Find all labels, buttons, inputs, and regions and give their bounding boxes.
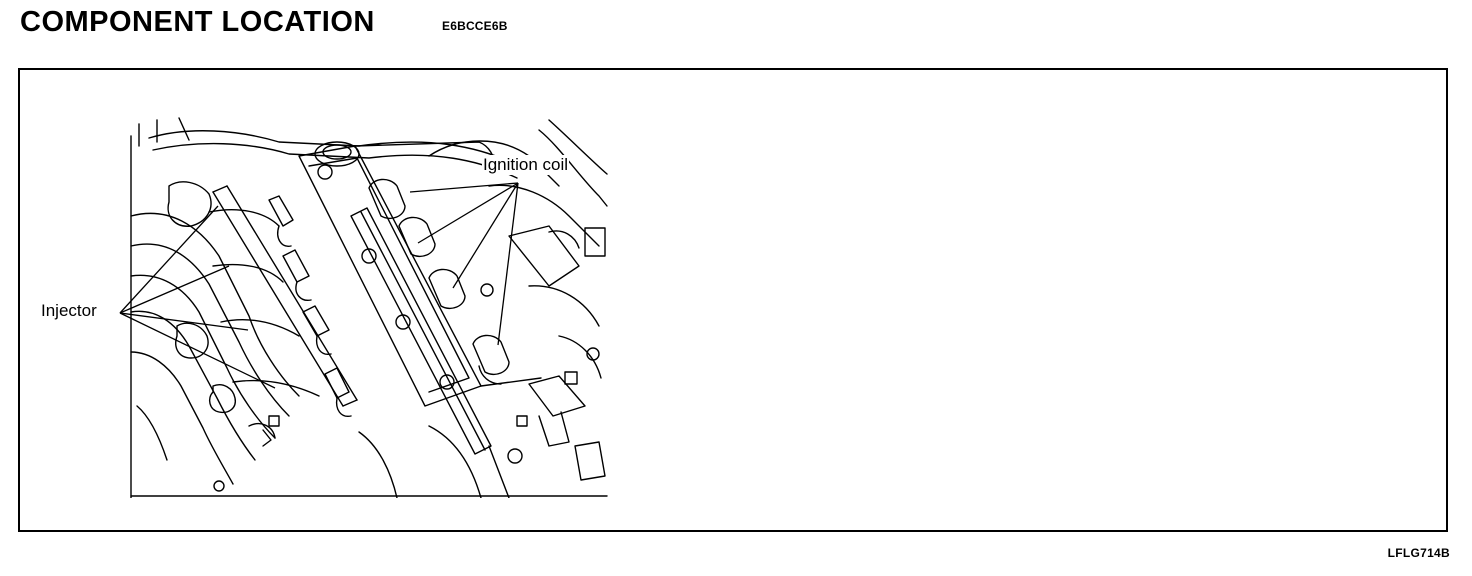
ignition-coil-label: Ignition coil [482,155,570,175]
figure-frame [18,68,1448,532]
document-code: E6BCCE6B [442,19,508,33]
figure-code: LFLG714B [1387,546,1450,560]
injector-label: Injector [40,301,98,321]
page-title: COMPONENT LOCATION [20,6,375,38]
